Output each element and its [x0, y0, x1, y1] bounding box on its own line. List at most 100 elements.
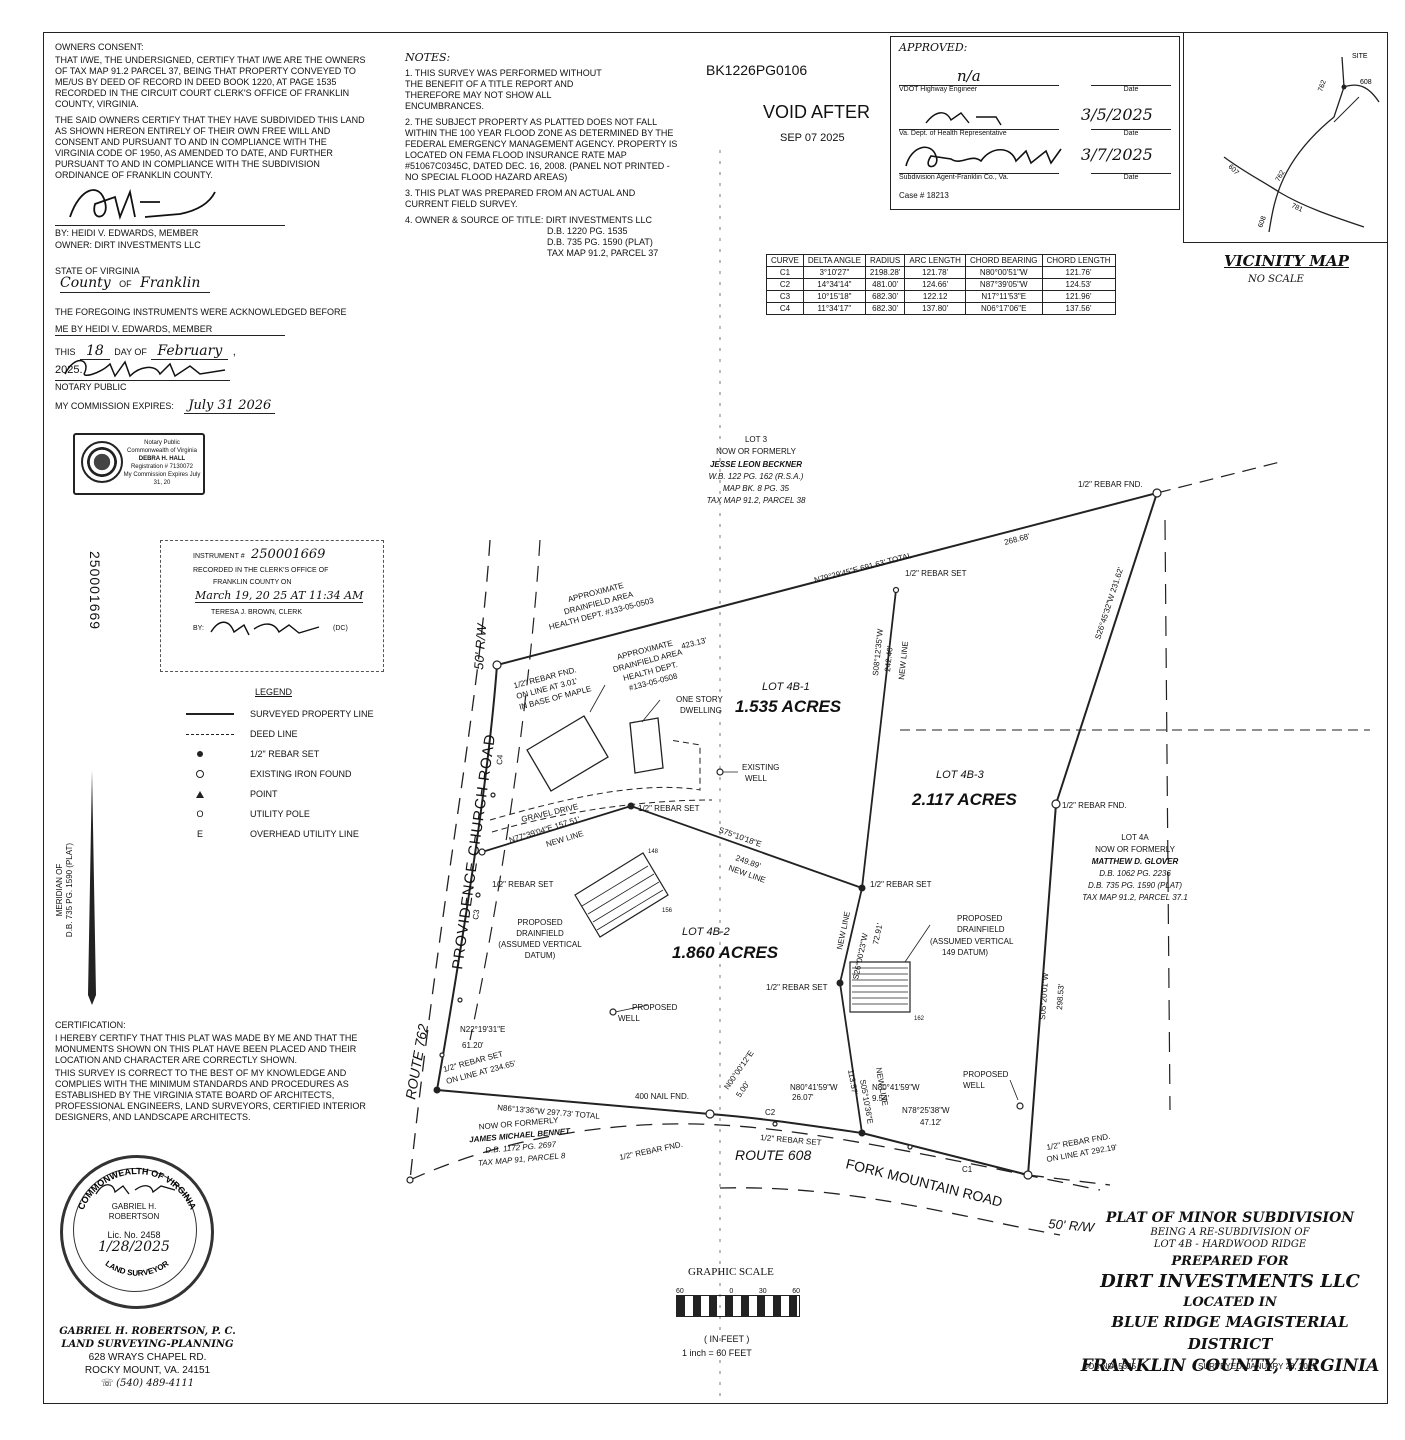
county-line: County OF Franklin — [60, 274, 210, 293]
lot3-c: JESSE LEON BECKNER — [710, 460, 802, 469]
book-page-stamp: BK1226PG0106 — [706, 62, 808, 78]
dist-298: 298.53' — [1055, 983, 1066, 1010]
note-4c: D.B. 735 PG. 1590 (PLAT) — [547, 237, 653, 247]
legend-ohu: OVERHEAD UTILITY LINE — [250, 829, 359, 839]
deputy-signature — [210, 621, 320, 636]
health-label: Va. Dept. of Health Representative — [899, 129, 1059, 137]
lot3-e: MAP BK. 8 PG. 35 — [723, 484, 790, 493]
rebar-set-w: 1/2" REBAR SET — [492, 880, 554, 889]
vicinity-781: 781 — [1290, 202, 1304, 213]
rebar-set-mid: 1/2" REBAR SET — [870, 880, 932, 889]
recorded-county: FRANKLIN COUNTY ON — [213, 579, 292, 586]
dwelling-1: ONE STORY — [676, 695, 723, 704]
note-4b: D.B. 1220 PG. 1535 — [547, 226, 628, 236]
ohu-symbol: E — [196, 829, 203, 839]
lot-4b1-acres: 1.535 ACRES — [735, 697, 842, 716]
vicinity-608a: 608 — [1360, 79, 1372, 86]
instrument-label: INSTRUMENT # — [193, 553, 245, 560]
lot4a-c: MATTHEW D. GLOVER — [1092, 857, 1179, 866]
lot3-f: TAX MAP 91.2, PARCEL 38 — [707, 496, 806, 505]
company-name: GABRIEL H. ROBERTSON, P. C. — [59, 1326, 236, 1337]
month-name: February — [151, 343, 229, 360]
legend-deed: DEED LINE — [250, 729, 298, 739]
agent-label: Subdivision Agent-Franklin Co., Va. — [899, 173, 1059, 181]
title-block: PLAT OF MINOR SUBDIVISION BEING A RE-SUB… — [1080, 1210, 1380, 1377]
vicinity-site: SITE — [1352, 53, 1368, 60]
dist-113: 113.57' — [846, 1069, 859, 1096]
prop-well-l2: WELL — [618, 1014, 640, 1023]
seal-lic: Lic. No. 2458 — [107, 1230, 161, 1240]
dist-61: 61.20' — [462, 1041, 484, 1050]
legend-iron: EXISTING IRON FOUND — [250, 769, 352, 779]
plat-frame — [43, 32, 1388, 1404]
recorded-date: March 19, 20 25 AT 11:34 AM — [195, 589, 364, 603]
approval-block: APPROVED: n/a VDOT Highway Engineer Date… — [890, 36, 1180, 210]
title-l5: DIRT INVESTMENTS LLC — [1100, 1271, 1360, 1292]
c3-label: C3 — [471, 908, 481, 920]
lot4a-d: D.B. 1062 PG. 2236 — [1099, 869, 1171, 878]
num-162: 162 — [914, 1016, 925, 1022]
n78-bearing: N78°25'38"W — [902, 1106, 950, 1115]
owners-consent: OWNERS CONSENT: THAT I/WE, THE UNDERSIGN… — [55, 42, 367, 186]
vicinity-subtitle: NO SCALE — [1248, 274, 1304, 285]
new-line-s75: NEW LINE — [727, 863, 766, 884]
rw-left: 50' R/W — [471, 622, 489, 670]
scale-tick-1: 0 — [729, 1288, 734, 1295]
dwelling-2: DWELLING — [680, 706, 722, 715]
vdot-label: VDOT Highway Engineer — [899, 85, 1059, 93]
n22-bearing: N22°19'31"E — [460, 1025, 505, 1034]
datum-r2: 149 DATUM) — [942, 948, 988, 957]
notary-seal-line4: Registration # 7130072 — [130, 464, 194, 470]
lot4a-a: LOT 4A — [1121, 833, 1149, 842]
s26-new-bearing: S26°00'23"W — [851, 932, 870, 980]
legend-point: POINT — [250, 789, 278, 799]
dist-9: 9.54' — [872, 1094, 890, 1103]
dist-72: 72.91' — [871, 922, 884, 945]
owner-signature — [69, 188, 216, 220]
notes: NOTES: 1. THIS SURVEY WAS PERFORMED WITH… — [405, 52, 685, 259]
clerk-stamp: INSTRUMENT # 250001669 RECORDED IN THE C… — [160, 540, 384, 672]
title-l8: FRANKLIN COUNTY, VIRGINIA — [1080, 1356, 1380, 1376]
well-existing-1: EXISTING — [742, 763, 779, 772]
lot-4b1-label: LOT 4B-1 — [762, 681, 810, 693]
scale-title: GRAPHIC SCALE — [688, 1266, 774, 1278]
scale-tick-0: 60 — [676, 1288, 684, 1295]
legend-surveyed: SURVEYED PROPERTY LINE — [250, 709, 374, 719]
num-148: 148 — [648, 849, 659, 855]
prop-drain-r1: PROPOSED — [957, 914, 1003, 923]
note-4a: 4. OWNER & SOURCE OF TITLE: DIRT INVESTM… — [405, 215, 653, 225]
owners-consent-para2: THE SAID OWNERS CERTIFY THAT THEY HAVE S… — [55, 115, 365, 180]
curve-cell: 137.56' — [1041, 302, 1116, 315]
company-addr1: 628 WRAYS CHAPEL RD. — [88, 1352, 207, 1363]
acknowledged-text: THE FOREGOING INSTRUMENTS WERE ACKNOWLED… — [55, 307, 347, 317]
dist-268: 268.68' — [1003, 532, 1031, 547]
vdot-na: n/a — [957, 67, 981, 85]
dist-423: 423.13' — [680, 636, 708, 651]
owners-consent-para1: THAT I/WE, THE UNDERSIGNED, CERTIFY THAT… — [55, 55, 366, 109]
scale-tick-3: 60 — [792, 1288, 800, 1295]
n80b-bearing: N80°41'59"W — [872, 1083, 920, 1092]
seal-ring-text: COMMONWEALTH OF VIRGINIA LAND SURVEYOR — [76, 1166, 198, 1278]
company-block: GABRIEL H. ROBERTSON, P. C. LAND SURVEYI… — [55, 1325, 240, 1390]
day-number: 18 — [79, 343, 110, 360]
curve-cell: 682.30' — [864, 302, 906, 315]
this-label: THIS — [55, 347, 76, 357]
notary-public-label: NOTARY PUBLIC — [55, 380, 230, 393]
agent-signature — [905, 146, 1062, 168]
job-number: JOB NO: 5325 — [1084, 1362, 1137, 1371]
datum-r1: (ASSUMED VERTICAL — [930, 937, 1014, 946]
legend-pole: UTILITY POLE — [250, 809, 310, 819]
vicinity-762a: 762 — [1317, 79, 1328, 92]
nail-fnd: 400 NAIL FND. — [635, 1092, 689, 1101]
commission-date: July 31 2026 — [184, 398, 276, 414]
scale-tick-2: 30 — [758, 1288, 767, 1295]
prop-drain-2: DRAINFIELD — [516, 929, 564, 938]
well-existing-2: WELL — [745, 774, 767, 783]
title-l6: LOCATED IN — [1183, 1295, 1277, 1310]
notary-signature — [64, 359, 226, 378]
lot3-a: LOT 3 — [745, 435, 768, 444]
certification-p2: THIS SURVEY IS CORRECT TO THE BEST OF MY… — [55, 1068, 366, 1122]
